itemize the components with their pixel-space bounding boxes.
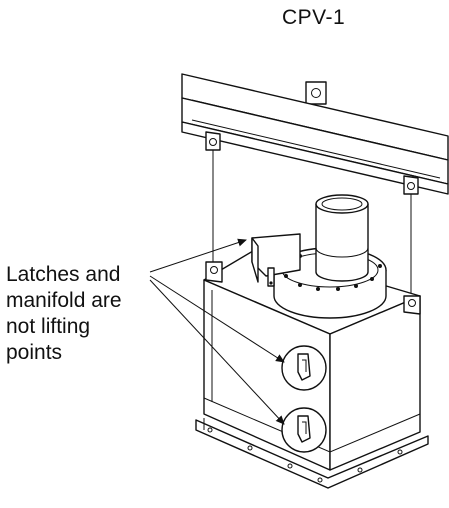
- latch-detail-lower: [281, 407, 327, 453]
- cabinet-lifting-lugs: [205, 261, 421, 315]
- latch-detail-upper: [281, 345, 327, 391]
- rigging-cables: [205, 131, 419, 296]
- callout-line: points: [6, 341, 63, 364]
- callout-line: manifold are: [6, 289, 122, 312]
- manifold: [251, 233, 301, 287]
- callout-arrows: [149, 238, 285, 425]
- callout-line: not lifting: [6, 315, 91, 338]
- callout-note: Latches and manifold are not lifting poi…: [6, 262, 156, 366]
- motor: [315, 194, 369, 282]
- unit-label: CPV-1: [282, 6, 346, 29]
- spreader-beam: [181, 73, 449, 195]
- callout-line: Latches and: [6, 263, 121, 286]
